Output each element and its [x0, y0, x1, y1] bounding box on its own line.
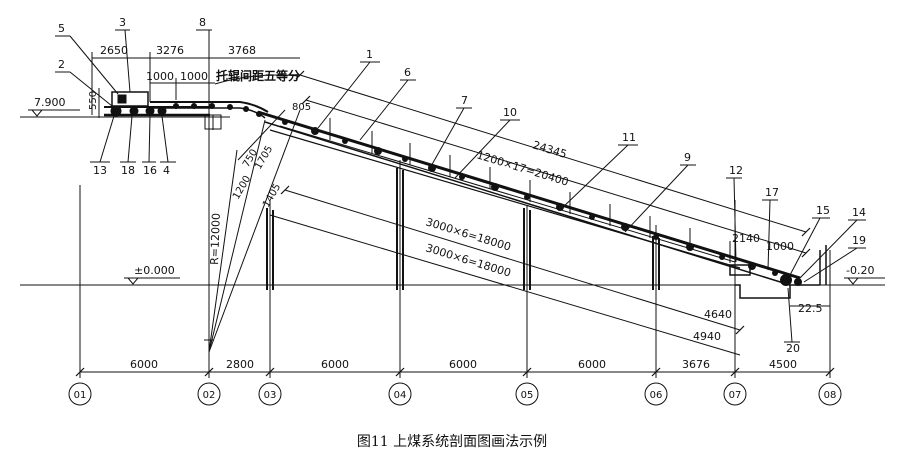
elevation-top-label: 7.900 [34, 96, 66, 109]
dim-total-24345: 24345 [531, 138, 568, 161]
axis-bubble-04: 04 [388, 382, 412, 406]
dim-2140: 2140 [732, 232, 760, 245]
dim-4940: 4940 [693, 330, 721, 343]
callout-2: 2 [58, 58, 65, 71]
callout-13: 13 [93, 164, 107, 177]
axis-label-01: 01 [74, 390, 87, 401]
callout-5: 5 [58, 22, 65, 35]
callout-14: 14 [852, 206, 866, 219]
axis-bubble-05: 05 [515, 382, 539, 406]
axis-label-08: 08 [824, 390, 837, 401]
elevation-ground-marker: ±0.000 [124, 264, 180, 285]
dim-4640: 4640 [704, 308, 732, 321]
dim-3276: 3276 [156, 44, 184, 57]
callout-7: 7 [461, 94, 468, 107]
axis-bubble-08: 08 [818, 382, 842, 406]
radius-label: R=12000 [208, 213, 223, 265]
dim-805: 805 [292, 102, 311, 113]
callout-10: 10 [503, 106, 517, 119]
dim-1200: 1200 [231, 174, 253, 202]
elevation-pit-marker: -0.20 [844, 264, 885, 285]
axis-label-05: 05 [521, 390, 534, 401]
elevation-pit-label: -0.20 [846, 264, 874, 277]
callout-4: 4 [163, 164, 170, 177]
dim-22-5: 22.5 [798, 302, 823, 315]
axis-bubble-03: 03 [258, 382, 282, 406]
axis-label-06: 06 [650, 390, 663, 401]
axis-bubble-01: 01 [68, 382, 92, 406]
callout-8: 8 [199, 16, 206, 29]
axis-bubble-06: 06 [644, 382, 668, 406]
callout-18: 18 [121, 164, 135, 177]
axis-label-02: 02 [203, 390, 216, 401]
head-drive-unit [104, 91, 210, 117]
bay-dim-2: 2800 [226, 358, 254, 371]
callout-3: 3 [119, 16, 126, 29]
axis-label-04: 04 [394, 390, 407, 401]
callout-16: 16 [143, 164, 157, 177]
axis-bubble-02: 02 [197, 382, 221, 406]
dim-1405: 1405 [261, 182, 283, 210]
callout-12: 12 [729, 164, 743, 177]
callout-9: 9 [684, 151, 691, 164]
callout-1: 1 [366, 48, 373, 61]
axis-label-07: 07 [729, 390, 742, 401]
tail-pit [729, 245, 827, 299]
callout-11: 11 [622, 131, 636, 144]
callout-6: 6 [404, 66, 411, 79]
callout-15: 15 [816, 204, 830, 217]
dim-1000-b: 1000 [180, 70, 208, 83]
bay-dim-1: 6000 [130, 358, 158, 371]
callout-19: 19 [852, 234, 866, 247]
elevation-top-marker: 7.900 [28, 96, 80, 117]
bay-dim-6: 3676 [682, 358, 710, 371]
elevation-ground-label: ±0.000 [134, 264, 175, 277]
axis-label-03: 03 [264, 390, 277, 401]
dim-1000-a: 1000 [146, 70, 174, 83]
dim-550: 550 [88, 91, 99, 110]
dim-2650: 2650 [100, 44, 128, 57]
callout-17: 17 [765, 186, 779, 199]
bay-dim-7: 4500 [769, 358, 797, 371]
bay-dim-3: 6000 [321, 358, 349, 371]
bay-dim-5: 6000 [578, 358, 606, 371]
dim-3768: 3768 [228, 44, 256, 57]
bay-dim-4: 6000 [449, 358, 477, 371]
axis-bubble-07: 07 [723, 382, 747, 406]
callout-20: 20 [786, 342, 800, 355]
dim-1000-c: 1000 [766, 240, 794, 253]
figure-caption: 图11 上煤系统剖面图画法示例 [357, 434, 547, 450]
